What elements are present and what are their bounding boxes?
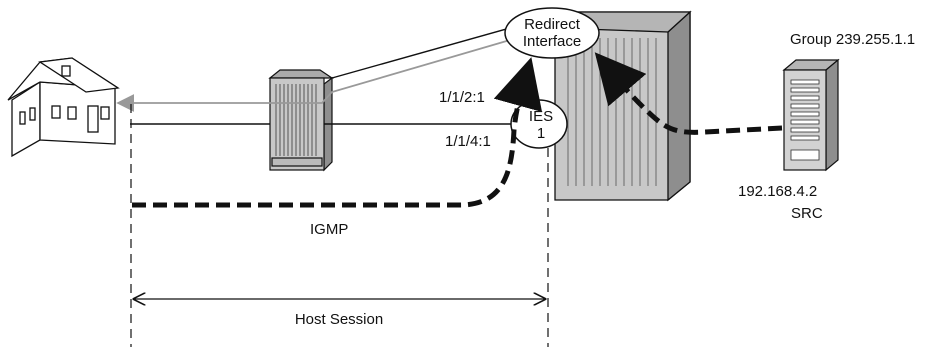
source-stream-dashed-path: [594, 52, 783, 135]
port-lower-label: 1/1/4:1: [445, 133, 491, 150]
igmp-dashed-path: [132, 57, 543, 208]
ies-label-line1: IES: [529, 108, 553, 125]
redirect-interface-label-line2: Interface: [523, 33, 581, 50]
redirect-interface-node: [504, 7, 600, 59]
port-upper-label: 1/1/2:1: [439, 89, 485, 106]
house-icon: [7, 57, 120, 158]
igmp-label: IGMP: [310, 221, 348, 238]
source-label: SRC: [791, 205, 823, 222]
ies-label-line2: 1: [537, 125, 545, 142]
group-label: Group 239.255.1.1: [790, 31, 915, 48]
source-ip-label: 192.168.4.2: [738, 183, 817, 200]
server-icon: [782, 58, 840, 172]
link-access-to-redirect: [331, 27, 511, 79]
host-session-label: Host Session: [295, 311, 383, 328]
access-node-icon: [268, 69, 334, 172]
multicast-path-gray: [116, 39, 511, 112]
redirect-interface-label-line1: Redirect: [524, 16, 581, 33]
